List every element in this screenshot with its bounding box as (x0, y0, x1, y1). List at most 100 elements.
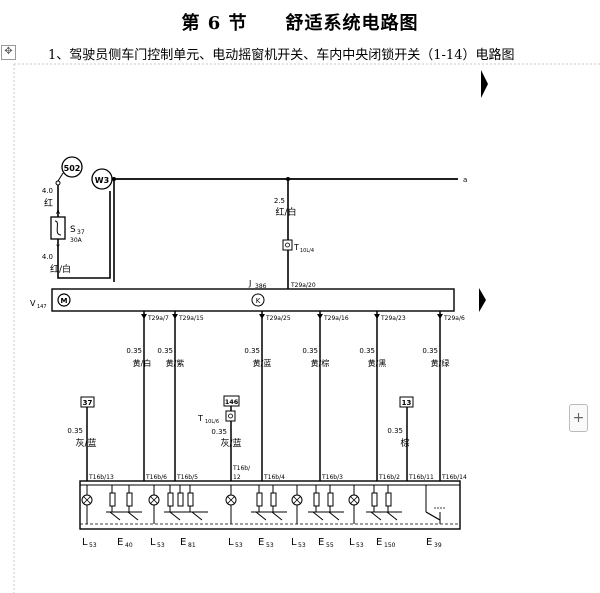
motor-name-sub: 147 (37, 304, 47, 310)
svg-text:37: 37 (83, 399, 93, 407)
input-pin: T29a/20 (290, 282, 316, 289)
component-label: L (349, 537, 355, 548)
lamp-icon (81, 485, 93, 524)
component-sub: 55 (326, 542, 334, 549)
svg-text:502: 502 (64, 164, 81, 173)
tag-502: 502 (61, 156, 83, 178)
component-label: E (426, 537, 432, 548)
wire-size: 0.35 (126, 347, 142, 355)
output-wire-5: T29a/23 0.35 黄/黑 (359, 311, 406, 481)
add-button[interactable]: + (569, 404, 588, 432)
lamp-icon (148, 485, 160, 524)
wire-color: 红/白 (50, 263, 71, 275)
fuse-pin-y: Y (55, 244, 60, 251)
output-wire-4: T29a/16 0.35 黄/棕 (302, 311, 349, 481)
wire-size: 0.35 (422, 347, 438, 355)
wire-color: 黄/白 (133, 358, 152, 368)
arrow-right-icon (481, 70, 488, 98)
motor-icon: M (57, 293, 71, 307)
switch-e39-icon (425, 485, 446, 524)
connector-icon (225, 410, 236, 422)
connector-pin: T16b/6 (145, 474, 167, 481)
wire-color: 灰/蓝 (75, 437, 96, 449)
tag-13: 13 (399, 396, 414, 408)
switch-block (79, 480, 461, 530)
k-circle-icon: K (251, 293, 265, 307)
wire-size: 0.35 (67, 427, 83, 435)
connector-pin: T16b/3 (321, 474, 343, 481)
wire-size: 0.35 (302, 347, 318, 355)
svg-text:K: K (256, 297, 261, 305)
component-sub: 150 (384, 542, 396, 549)
move-handle-icon[interactable]: ✥ (1, 45, 16, 60)
component-label: E (318, 537, 324, 548)
svg-text:146: 146 (225, 398, 239, 406)
connector-pin: T16b/14 (441, 474, 467, 481)
component-sub: 53 (298, 542, 306, 549)
motor-name: V (30, 299, 36, 308)
component-label: E (180, 537, 186, 548)
connector-label: T (293, 243, 299, 252)
figure-caption: 1、驾驶员侧车门控制单元、电动摇窗机开关、车内中央闭锁开关（1-14）电路图 (48, 48, 515, 63)
feed-loop (57, 191, 111, 279)
lamp-icon (291, 485, 303, 524)
output-wire-3: T29a/25 0.35 黄/蓝 (244, 311, 291, 481)
component-sub: 53 (235, 542, 243, 549)
switch-e40-icon (106, 485, 142, 521)
fuse-s37 (50, 216, 66, 240)
unit-pin: T29a/25 (265, 315, 291, 322)
component-sub: 81 (188, 542, 196, 549)
connector-label: T (197, 414, 203, 423)
wire-size: 0.35 (359, 347, 375, 355)
terminal (55, 180, 61, 186)
component-sub: 53 (157, 542, 165, 549)
wire-size: 0.35 (157, 347, 173, 355)
component-label: E (117, 537, 123, 548)
wire-color: 黄/紫 (166, 358, 185, 368)
connector-pin: T16b/ (232, 465, 251, 472)
unit-pin: T29a/6 (443, 315, 465, 322)
section-title: 第 6 节 舒适系统电路图 (181, 13, 419, 34)
component-sub: 53 (89, 542, 97, 549)
wire-size: 4.0 (42, 187, 53, 195)
unit-pin: T29a/23 (380, 315, 406, 322)
connector-pin: T16b/5 (176, 474, 198, 481)
unit-pin: T29a/7 (147, 315, 169, 322)
wire-color: 棕 (400, 437, 409, 449)
wire-size: 0.35 (387, 427, 403, 435)
fuse-rating: 30A (70, 237, 83, 244)
wire-size: 4.0 (42, 253, 53, 261)
connector-pin: T16b/11 (408, 474, 434, 481)
connector-sub: 10L/4 (300, 248, 314, 254)
component-label: E (376, 537, 382, 548)
tag-146: 146 (223, 395, 240, 407)
wire-color: 黄/蓝 (253, 358, 272, 368)
switch-e55-icon (308, 485, 344, 521)
wire-size: 0.35 (244, 347, 260, 355)
wire-color: 黄/黑 (368, 358, 387, 368)
svg-text:W3: W3 (95, 176, 109, 185)
component-sub: 39 (434, 542, 442, 549)
fuse-name: S (70, 225, 76, 235)
component-sub: 40 (125, 542, 133, 549)
fuse-name-sub: 37 (77, 229, 85, 236)
connector-pin: T16b/4 (263, 474, 285, 481)
connector-pin: T16b/2 (378, 474, 400, 481)
component-label: E (258, 537, 264, 548)
wire-color: 黄/棕 (311, 358, 330, 368)
unit-pin: T29a/16 (323, 315, 349, 322)
component-label: L (228, 537, 234, 548)
output-wire-2: T29a/15 0.35 黄/紫 (157, 311, 204, 481)
component-label: L (150, 537, 156, 548)
svg-text:M: M (61, 297, 68, 305)
component-sub: 53 (356, 542, 364, 549)
wire-color: 红 (44, 197, 53, 209)
wire-size: 0.35 (211, 428, 227, 436)
output-wire-6: T29a/6 0.35 黄/绿 (422, 311, 465, 481)
tag-w3: W3 (91, 168, 113, 190)
tag-37: 37 (80, 396, 95, 408)
switch-e81-icon (164, 485, 208, 521)
connector-sub: 10L/6 (205, 419, 219, 425)
lamp-icon (348, 485, 360, 524)
